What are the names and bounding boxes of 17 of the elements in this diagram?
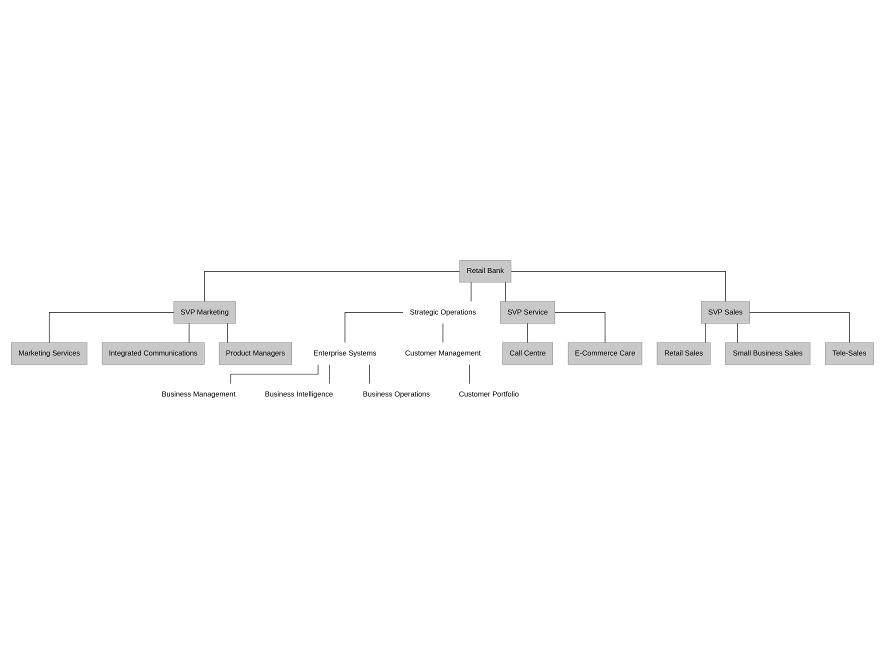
connector (470, 282, 472, 302)
connector (749, 312, 850, 343)
connector (505, 282, 506, 302)
connector (705, 323, 706, 343)
connector (737, 323, 738, 343)
connector (227, 323, 228, 343)
connector (204, 271, 460, 302)
connector (344, 312, 404, 343)
connector (510, 271, 726, 302)
connector (328, 364, 330, 384)
connector (369, 364, 370, 384)
connector (527, 323, 528, 343)
connector (469, 364, 470, 384)
connector (188, 323, 190, 343)
connector (554, 312, 606, 343)
connector (442, 323, 444, 343)
connector (48, 312, 174, 343)
